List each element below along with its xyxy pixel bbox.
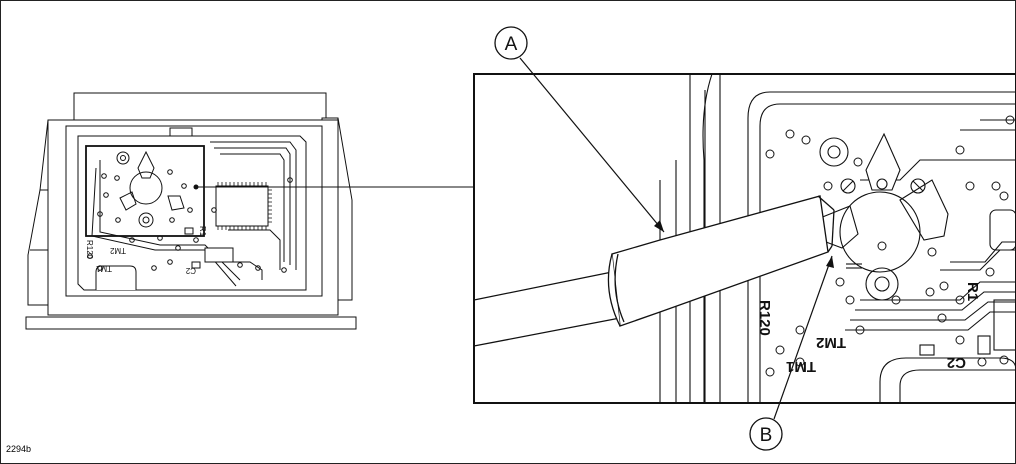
- detail-view: R120 TM2 TM1 R1 C2: [473, 73, 1016, 404]
- callout-a: A: [494, 26, 665, 233]
- overview-labels: R120 TM2 TM1 R1 C2: [85, 226, 207, 275]
- overview-label-r120: R120: [85, 240, 94, 260]
- detail-label-r1: R1: [964, 282, 981, 301]
- detail-label-r120: R120: [756, 300, 773, 336]
- figure-id: 2294b: [6, 444, 32, 454]
- detail-label-tm2: TM2: [816, 334, 846, 351]
- device-overview: [25, 92, 357, 330]
- callout-a-label: A: [505, 34, 518, 55]
- overview-label-tm2: TM2: [109, 246, 126, 255]
- callout-b-label: B: [760, 425, 773, 446]
- detail-labels: R120 TM2 TM1 R1 C2: [756, 282, 981, 375]
- screwdriver-tool: [473, 195, 835, 347]
- detail-label-c2: C2: [947, 354, 966, 371]
- detail-label-tm1: TM1: [786, 358, 816, 375]
- overview-label-r1: R1: [198, 226, 207, 237]
- leader-line: [193, 184, 474, 190]
- overview-label-tm1: TM1: [95, 264, 112, 273]
- callout-b: B: [749, 255, 834, 451]
- overview-label-c2: C2: [185, 266, 196, 275]
